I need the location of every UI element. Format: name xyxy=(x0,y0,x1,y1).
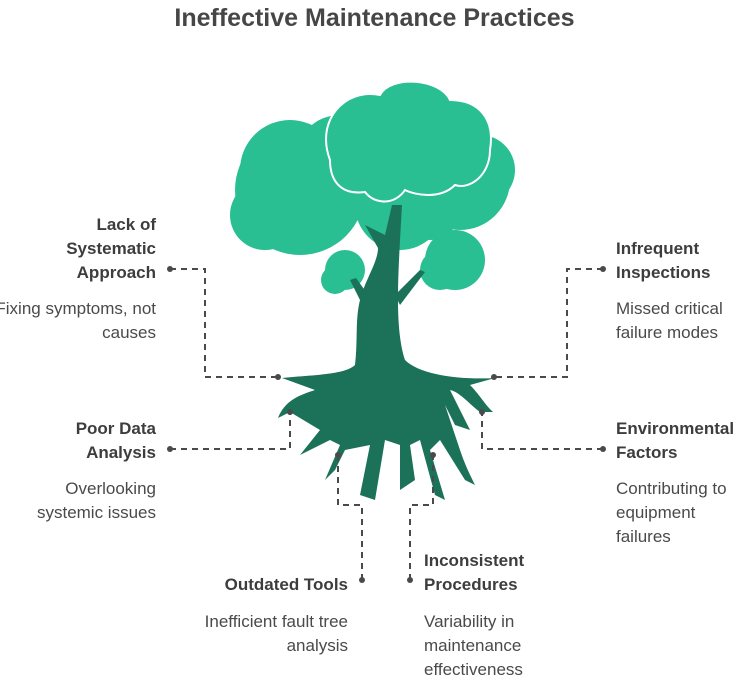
item-heading-outdated-tools: Outdated Tools xyxy=(224,575,348,594)
connector-dots xyxy=(167,266,606,583)
item-heading-environmental-factors: Environmental Factors xyxy=(616,419,735,462)
item-description: Contributing to equipment failures xyxy=(616,479,727,546)
item-heading-inconsistent-procedures: Inconsistent Procedures xyxy=(424,551,525,594)
item-description: Inefficient fault tree analysis xyxy=(204,612,348,655)
item-description: Variability in maintenance effectiveness xyxy=(424,612,523,679)
item-heading-infrequent-inspections: Infrequent Inspections xyxy=(616,239,711,282)
connector-lines xyxy=(170,268,603,580)
canopy-front xyxy=(325,80,492,203)
item-description: Missed critical failure modes xyxy=(616,299,723,342)
item-heading-lack-of-systematic-approach: Lack of Systematic Approach xyxy=(66,215,156,282)
page-title: Ineffective Maintenance Practices xyxy=(174,4,575,32)
item-description: Fixing symptoms, not causes xyxy=(0,299,156,342)
item-description: Overlooking systemic issues xyxy=(36,479,156,522)
item-heading-poor-data-analysis: Poor Data Analysis xyxy=(75,419,156,462)
trunk xyxy=(278,205,495,500)
